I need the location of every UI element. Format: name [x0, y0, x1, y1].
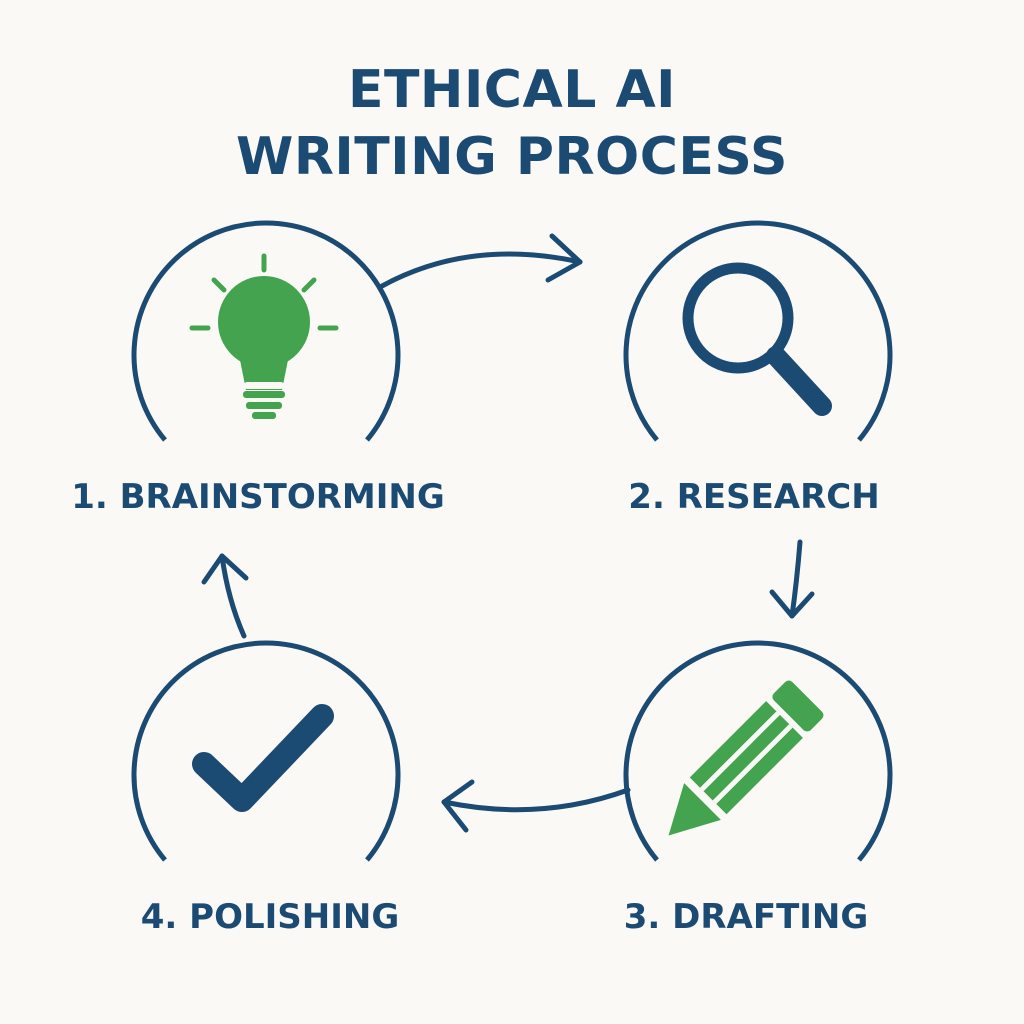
diagram-title-line-1: ETHICAL AI [347, 60, 677, 120]
step-circle [623, 220, 893, 442]
step-label-research: 2. RESEARCH [628, 477, 879, 517]
step-label-polishing: 4. POLISHING [141, 897, 400, 937]
step-research: 2. RESEARCH [623, 220, 893, 517]
arrow-brainstorming-to-research [379, 233, 583, 289]
arrow-research-to-drafting [769, 539, 815, 619]
checkmark-icon [192, 704, 334, 812]
arrow-polishing-to-brainstorming [201, 553, 249, 639]
step-drafting: 3. DRAFTING [623, 640, 893, 937]
step-label-drafting: 3. DRAFTING [624, 897, 869, 937]
magnifying-glass-icon [682, 262, 832, 416]
pencil-icon [668, 680, 824, 836]
step-circle [623, 640, 893, 862]
arrow-drafting-to-polishing [441, 779, 631, 833]
lightbulb-icon [189, 253, 339, 419]
step-polishing: 4. POLISHING [131, 640, 401, 937]
step-label-brainstorming: 1. BRAINSTORMING [71, 477, 445, 517]
step-brainstorming: 1. BRAINSTORMING [71, 220, 445, 517]
step-circle [131, 220, 401, 442]
step-circle [131, 640, 401, 862]
diagram-title-line-2: WRITING PROCESS [236, 127, 788, 187]
